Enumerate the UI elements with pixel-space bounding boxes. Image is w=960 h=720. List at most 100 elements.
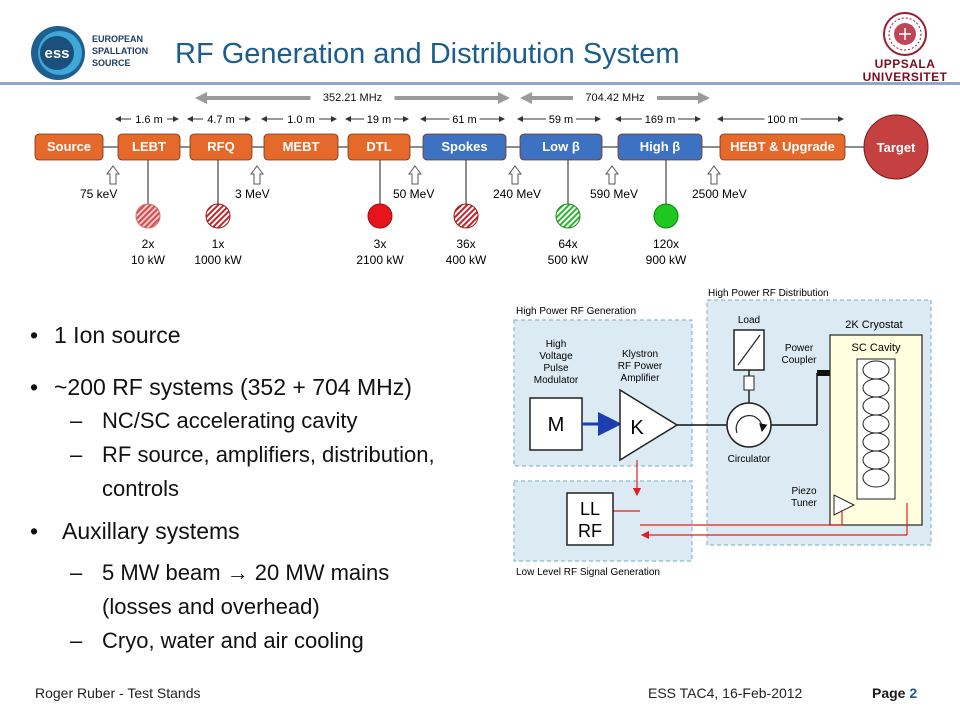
rf-power-5: 900 kW (646, 253, 687, 267)
bullet-text: Auxillary systems (62, 518, 240, 544)
length-label-6: 169 m (645, 114, 676, 126)
piezo-tuner-icon (833, 494, 856, 516)
linac-block-label-3: MEBT (283, 139, 320, 154)
length-label-5: 59 m (549, 114, 573, 126)
cavity-cell-2 (862, 396, 890, 416)
energy-arrow-3 (508, 165, 522, 185)
modulator-label-0: High (546, 339, 567, 350)
klystron-label-2: Amplifier (621, 373, 661, 384)
length-label-bg-0 (131, 111, 167, 125)
linac-block-label-6: Low β (542, 139, 580, 154)
energy-arrow-2 (408, 165, 422, 185)
ess-logo: ess EUROPEAN SPALLATION SOURCE (31, 26, 148, 80)
length-label-7: 100 m (767, 114, 798, 126)
energy-label-1: 3 MeV (235, 187, 270, 201)
circulator-label: Circulator (728, 454, 771, 465)
freq-low-band-label: 352.21 MHz (323, 92, 382, 104)
length-label-bg-3 (364, 111, 394, 125)
bullet-item: –5 MW beam → 20 MW mains (70, 560, 389, 586)
bullet-item: –RF source, amplifiers, distribution, (70, 442, 435, 468)
bullet-dot-icon: • (30, 374, 39, 400)
bullet-text: (losses and overhead) (102, 594, 320, 619)
piezo-label-1: Tuner (791, 498, 817, 509)
bullet-item: –NC/SC accelerating cavity (70, 408, 358, 434)
rf-source-3 (453, 203, 479, 229)
bullet-list: •1 Ion source•~200 RF systems (352 + 704… (30, 322, 500, 662)
bullet-item: • Auxillary systems (30, 518, 240, 545)
linac-block-label-0: Source (47, 139, 91, 154)
freq-high-band-label-bg (573, 89, 657, 103)
bullet-text: controls (102, 476, 180, 501)
cavity-cell-6 (862, 468, 890, 488)
llrf-box (566, 492, 614, 546)
bullet-dash-icon: – (70, 408, 83, 433)
bullet-dash-icon: – (70, 442, 83, 467)
length-label-bg-4 (449, 111, 480, 125)
rf-source-2 (367, 203, 393, 229)
freq-low-band-label-bg (310, 89, 395, 103)
klystron-label-1: RF Power (618, 361, 663, 372)
uppsala-line-1: UPPSALA (874, 57, 936, 71)
rf-power-1: 1000 kW (194, 253, 242, 267)
bullet-text: RF source, amplifiers, distribution, (102, 442, 435, 467)
bullet-item: •~200 RF systems (352 + 704 MHz) (30, 374, 412, 401)
title-divider (0, 82, 960, 85)
modulator-symbol: M (548, 414, 565, 436)
length-label-1: 4.7 m (207, 114, 235, 126)
page-label: Page (872, 685, 906, 701)
rf-dist-title: High Power RF Distribution (708, 288, 829, 299)
load-resistor (743, 375, 755, 391)
freq-high-band-label: 704.42 MHz (585, 92, 644, 104)
modulator-label-1: Voltage (539, 351, 573, 362)
rf-source-0 (135, 203, 161, 229)
rf-count-3: 36x (456, 237, 475, 251)
target-label: Target (877, 140, 916, 155)
klystron-label-0: Klystron (622, 349, 658, 360)
energy-label-2: 50 MeV (393, 187, 434, 201)
rf-power-3: 400 kW (446, 253, 487, 267)
rf-count-5: 120x (653, 237, 679, 251)
llrf-symbol-1: LL (580, 499, 600, 519)
bullet-dot-icon: • (30, 518, 39, 544)
bullet-item: (losses and overhead) (70, 594, 320, 620)
length-label-3: 19 m (367, 114, 391, 126)
linac-block-label-5: Spokes (441, 139, 487, 154)
bullet-dot-icon: • (30, 322, 39, 348)
rf-source-5 (653, 203, 679, 229)
load-label: Load (738, 315, 760, 326)
coupler-label-1: Coupler (781, 355, 817, 366)
bullet-dash-icon: – (70, 560, 83, 585)
linac-block-label-2: RFQ (207, 139, 234, 154)
rf-source-4 (555, 203, 581, 229)
linac-block-label-7: High β (640, 139, 680, 154)
modulator-label-3: Modulator (534, 375, 579, 386)
cavity-cell-4 (862, 432, 890, 452)
energy-arrow-0 (106, 165, 120, 185)
page-number-value: 2 (909, 685, 918, 701)
circulator-icon (726, 402, 772, 448)
cavity-cell-0 (862, 360, 890, 380)
klystron-triangle (619, 388, 679, 462)
rf-count-2: 3x (374, 237, 387, 251)
llrf-symbol-2: RF (578, 521, 602, 541)
page-number: Page 2 (872, 685, 917, 701)
klystron-symbol: K (630, 417, 644, 439)
uppsala-line-2: UNIVERSITET (862, 70, 948, 84)
coupler-label-0: Power (785, 343, 814, 354)
length-label-bg-5 (546, 111, 576, 125)
load-slash (737, 334, 761, 366)
modulator-label-2: Pulse (543, 363, 568, 374)
bullet-item: –Cryo, water and air cooling (70, 628, 364, 654)
ess-logo-mark: ess (44, 45, 69, 62)
energy-label-4: 590 MeV (590, 187, 638, 201)
bullet-item: controls (70, 476, 179, 502)
bullet-text: NC/SC accelerating cavity (102, 408, 358, 433)
cavity-cell-3 (862, 414, 890, 434)
uppsala-seal-icon (883, 12, 927, 56)
linac-block-label-4: DTL (366, 139, 391, 154)
energy-label-5: 2500 MeV (692, 187, 747, 201)
bullet-dash-icon: – (70, 628, 83, 653)
cavity-label: SC Cavity (852, 342, 901, 354)
